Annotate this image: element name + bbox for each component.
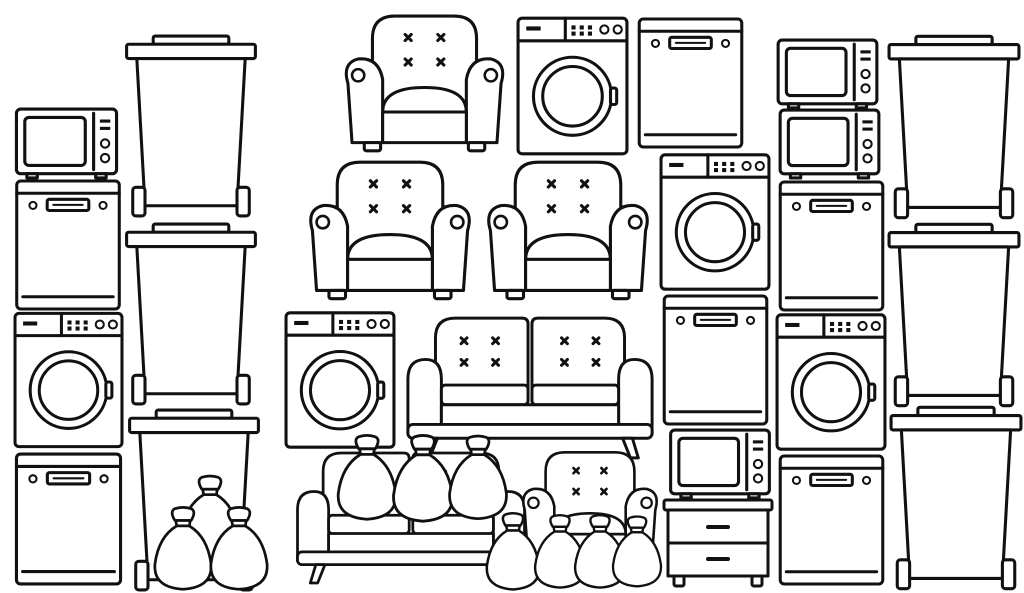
dishwasher-icon	[778, 454, 885, 586]
garbage-bag-icon	[448, 434, 508, 521]
cabinet-icon	[662, 498, 774, 588]
wheelie-bin-icon	[125, 222, 257, 406]
dishwasher-icon	[637, 17, 744, 149]
washing-machine-icon	[775, 313, 887, 451]
wheelie-bin-icon	[125, 34, 257, 218]
microwave-icon	[14, 107, 119, 180]
washing-machine-icon	[659, 153, 771, 291]
wheelie-bin-icon	[887, 222, 1021, 408]
dishwasher-icon	[662, 294, 769, 426]
garbage-bag-icon	[392, 434, 454, 523]
microwave-icon	[669, 428, 771, 500]
armchair-icon	[309, 160, 471, 301]
armchair-icon	[344, 14, 505, 153]
washing-machine-icon	[13, 311, 124, 449]
wheelie-bin-icon	[887, 34, 1021, 220]
dishwasher-icon	[14, 452, 123, 586]
armchair-icon	[487, 160, 649, 301]
microwave-icon	[778, 108, 881, 180]
dishwasher-icon	[778, 180, 885, 312]
sofa-icon	[406, 316, 654, 460]
washing-machine-icon	[284, 311, 396, 449]
dishwasher-icon	[15, 179, 121, 311]
wheelie-bin-icon	[889, 405, 1023, 591]
washing-machine-icon	[516, 16, 629, 156]
microwave-icon	[776, 38, 879, 110]
